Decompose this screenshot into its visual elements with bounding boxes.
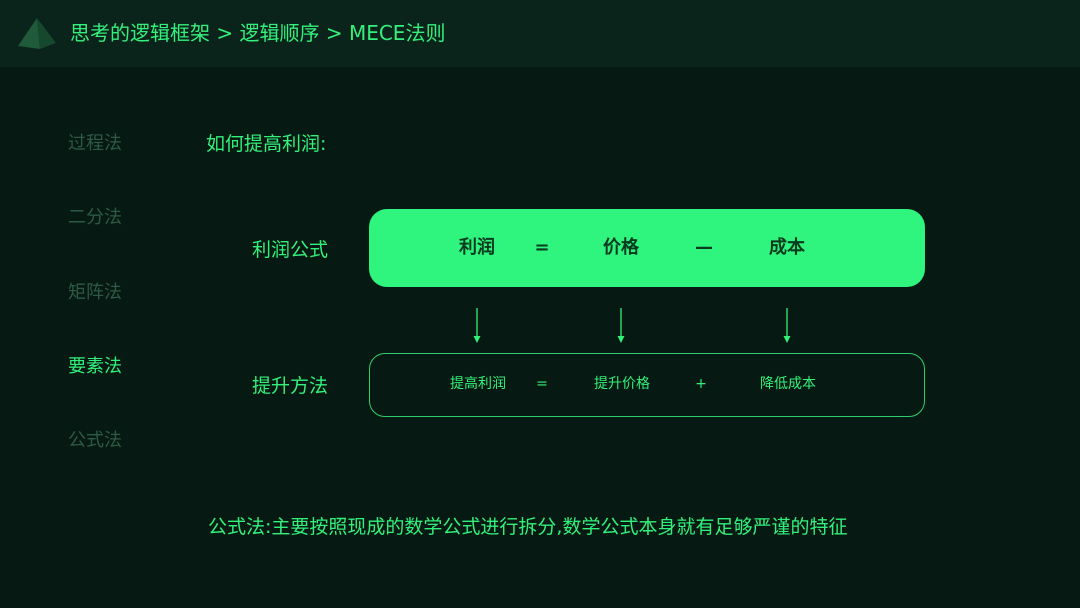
sidebar-item-dichotomy-method[interactable]: 二分法 [68, 207, 122, 228]
formula-token-minus: — [695, 237, 713, 258]
formula-box: 利润 = 价格 — 成本 [369, 209, 925, 287]
method-row-label: 提升方法 [252, 375, 329, 397]
arrow-down-icon [617, 308, 625, 343]
header-bar: 思考的逻辑框架 > 逻辑顺序 > MECE法则 [0, 0, 1080, 67]
method-token-raise-profit: 提高利润 [450, 376, 506, 392]
sidebar-item-element-method[interactable]: 要素法 [68, 356, 122, 377]
question-title: 如何提高利润: [206, 133, 327, 155]
breadcrumb: 思考的逻辑框架 > 逻辑顺序 > MECE法则 [70, 21, 446, 45]
sidebar-item-matrix-method[interactable]: 矩阵法 [68, 282, 122, 303]
method-token-equals: = [536, 376, 548, 392]
formula-token-equals: = [534, 237, 550, 258]
method-box: 提高利润 = 提升价格 + 降低成本 [369, 353, 925, 417]
formula-token-profit: 利润 [459, 237, 495, 258]
formula-token-price: 价格 [603, 237, 639, 258]
arrow-down-icon [783, 308, 791, 343]
sidebar-item-formula-method[interactable]: 公式法 [68, 430, 122, 451]
pyramid-logo-icon [18, 18, 56, 49]
formula-row-label: 利润公式 [252, 239, 329, 261]
footnote-text: 公式法:主要按照现成的数学公式进行拆分,数学公式本身就有足够严谨的特征 [208, 516, 848, 538]
sidebar-item-process-method[interactable]: 过程法 [68, 133, 122, 154]
method-token-lower-cost: 降低成本 [760, 376, 816, 392]
formula-token-cost: 成本 [769, 237, 805, 258]
method-token-plus: + [695, 376, 707, 392]
arrow-down-icon [473, 308, 481, 343]
method-token-raise-price: 提升价格 [594, 376, 650, 392]
